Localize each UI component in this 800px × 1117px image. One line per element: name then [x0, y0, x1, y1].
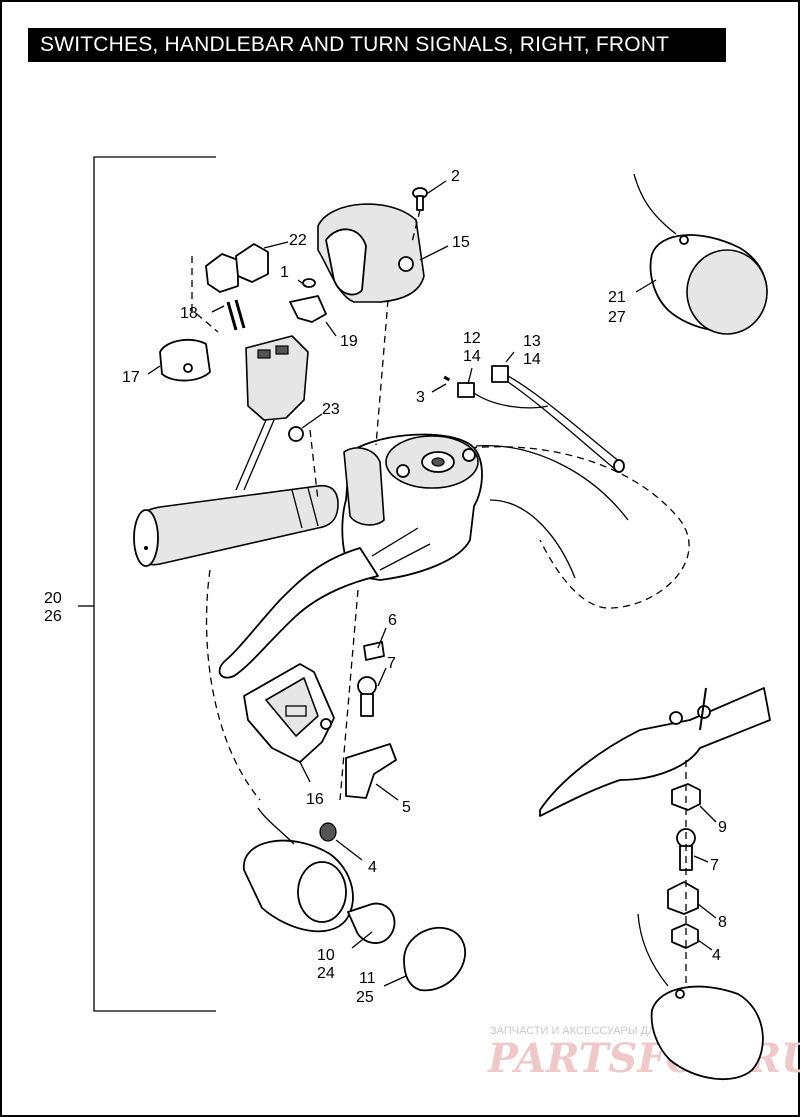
callout-13: 13	[523, 333, 541, 350]
callout-2: 2	[451, 168, 460, 185]
callout-10: 10	[317, 947, 335, 964]
handlebar-grip	[133, 484, 339, 567]
turn-signal-housing-left	[243, 807, 354, 933]
callout-19: 19	[340, 333, 358, 350]
lens-11	[403, 926, 467, 992]
nut-4-left	[319, 822, 337, 842]
brake-lever	[218, 547, 379, 679]
page-title: SWITCHES, HANDLEBAR AND TURN SIGNALS, RI…	[28, 28, 726, 62]
callout-15: 15	[452, 234, 470, 251]
callout-leaders	[147, 180, 717, 987]
callout-24: 24	[317, 965, 335, 982]
ball-stud-7	[357, 676, 377, 717]
callout-23: 23	[322, 401, 340, 418]
callout-8: 8	[718, 914, 727, 931]
switch-module	[235, 335, 309, 491]
leader-screw-2	[411, 209, 421, 243]
handlebar-tube-lower	[489, 499, 576, 579]
turn-signal-upper-right	[633, 173, 768, 335]
bulb-10	[347, 902, 396, 944]
callout-labels: 2 22 15 1 18 19 17 23 12 14 13 14 3 21 2…	[44, 168, 727, 1006]
switch-pins-18	[226, 299, 246, 331]
leader-signal-wire	[205, 569, 261, 801]
callout-4b: 4	[712, 947, 721, 964]
switch-cap-22	[205, 243, 269, 293]
callout-6: 6	[388, 612, 397, 629]
switch-cap-bracket	[191, 256, 219, 333]
screw-2	[412, 187, 428, 211]
callout-9: 9	[718, 819, 727, 836]
switch-housing-upper	[317, 203, 425, 303]
callout-20: 20	[44, 590, 62, 607]
callout-5: 5	[402, 799, 411, 816]
handlebar-tube	[475, 444, 629, 521]
callout-3: 3	[416, 389, 425, 406]
callout-21: 21	[608, 289, 626, 306]
callout-4a: 4	[368, 859, 377, 876]
callout-16: 16	[306, 791, 324, 808]
callout-18: 18	[180, 305, 198, 322]
callout-26: 26	[44, 608, 62, 625]
nut-4-right	[671, 923, 699, 949]
callout-14b: 14	[523, 351, 541, 368]
callout-7a: 7	[387, 655, 396, 672]
callout-17: 17	[122, 369, 140, 386]
leader-housing	[375, 299, 389, 446]
callout-11: 11	[359, 970, 376, 987]
bracket-19	[289, 278, 327, 323]
master-cylinder	[341, 433, 483, 581]
nut-8	[667, 881, 699, 915]
callout-27: 27	[608, 309, 626, 326]
mount-bracket-5	[345, 743, 397, 799]
set-screw-6	[363, 641, 385, 661]
callout-7b: 7	[710, 857, 719, 874]
wire-connectors	[443, 365, 625, 473]
switch-housing-lower	[243, 663, 335, 763]
handlebar-tube-outline	[469, 446, 690, 609]
switch-cap-17	[159, 338, 211, 382]
callout-1: 1	[280, 264, 289, 281]
turn-signal-lower-right	[637, 913, 764, 1081]
handlebar-lower-right	[539, 687, 771, 817]
callout-22: 22	[289, 232, 307, 249]
assembly-bracket	[93, 156, 216, 1012]
callout-25: 25	[356, 989, 374, 1006]
callout-12: 12	[463, 330, 481, 347]
callout-14a: 14	[463, 348, 481, 365]
